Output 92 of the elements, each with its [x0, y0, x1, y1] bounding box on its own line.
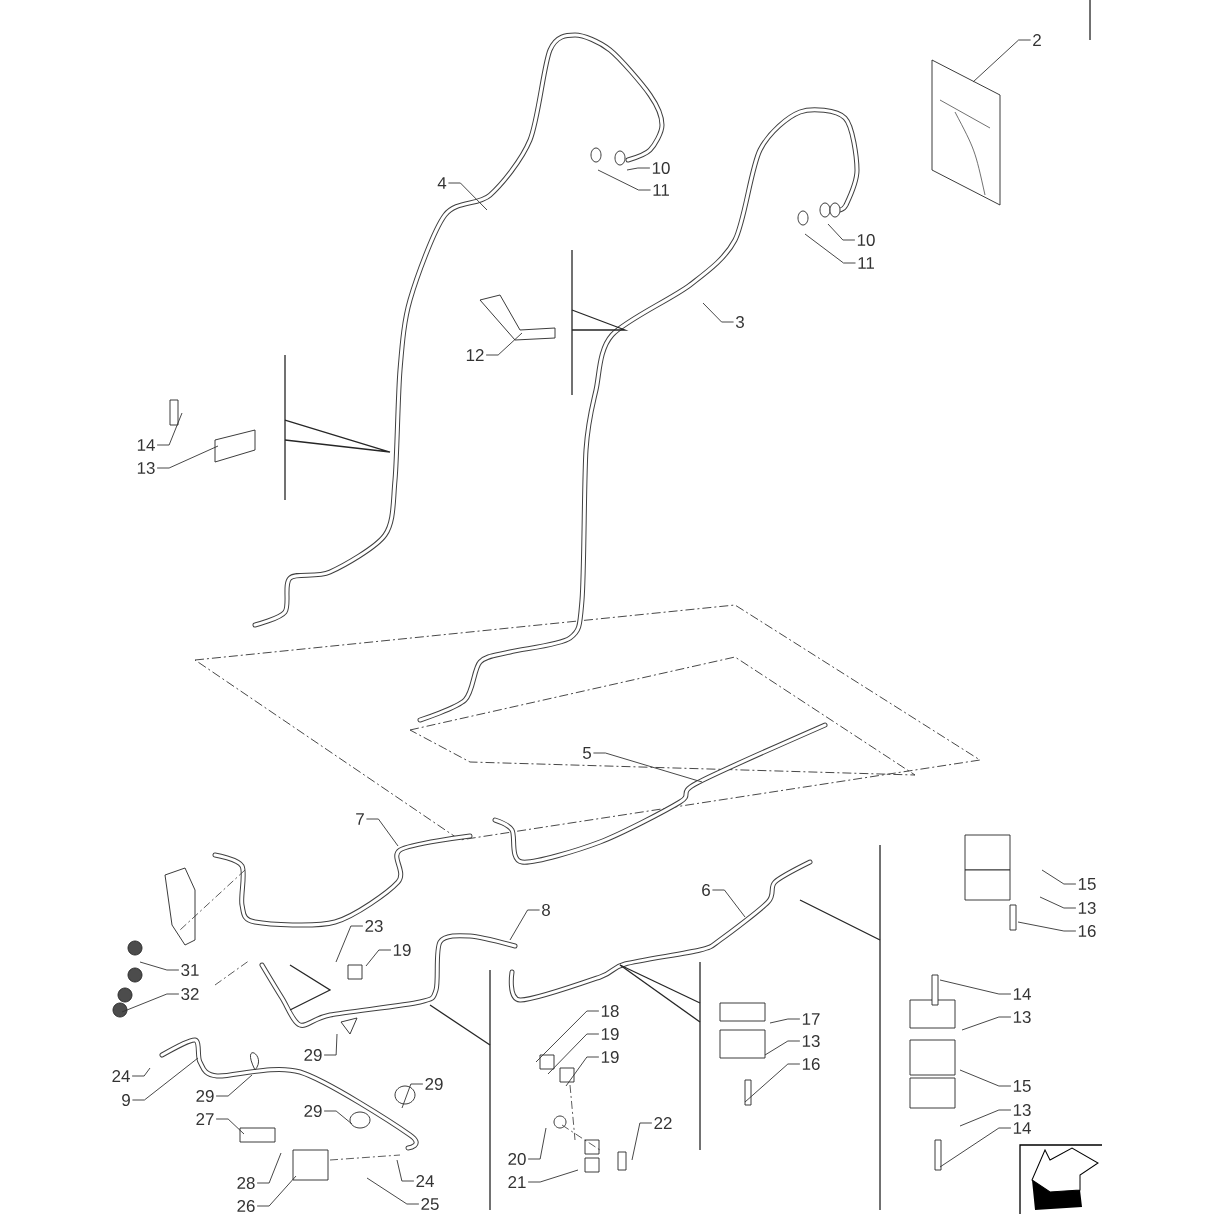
- callout-number: 13: [1013, 1104, 1031, 1116]
- callout-number: 15: [1013, 1080, 1031, 1092]
- callout-number: 13: [802, 1035, 820, 1047]
- callout-number: 13: [1078, 902, 1096, 914]
- callout-number: 14: [137, 439, 155, 451]
- callout-number: 25: [421, 1198, 439, 1210]
- callout-number: 28: [237, 1177, 255, 1189]
- leader-line: [626, 167, 651, 171]
- leader-line: [565, 1056, 600, 1087]
- leader-line: [131, 1057, 199, 1101]
- callout-number: 14: [1013, 988, 1031, 1000]
- leader-line: [156, 445, 219, 469]
- leader-line: [365, 949, 392, 967]
- leader-line: [527, 1127, 547, 1160]
- leader-line: [827, 223, 856, 241]
- leader-line: [769, 1018, 801, 1024]
- callout-number: 7: [356, 813, 364, 825]
- leader-line: [702, 302, 735, 323]
- callout-number: 29: [425, 1078, 443, 1090]
- callout-number: 24: [416, 1175, 434, 1187]
- leader-line: [139, 961, 180, 971]
- callout-number: 10: [652, 162, 670, 174]
- callout-number: 19: [393, 944, 411, 956]
- leader-line: [121, 993, 180, 1013]
- leader-line: [396, 1159, 415, 1182]
- leader-line: [804, 233, 856, 264]
- callout-number: 23: [365, 920, 383, 932]
- leader-line: [959, 1069, 1012, 1087]
- callout-number: 18: [601, 1005, 619, 1017]
- callout-number: 22: [654, 1117, 672, 1129]
- leader-line: [323, 1033, 338, 1056]
- callout-number: 8: [542, 904, 550, 916]
- callout-number: 31: [181, 964, 199, 976]
- leader-line: [215, 1074, 253, 1097]
- leader-line: [597, 169, 651, 191]
- leader-line: [447, 182, 488, 211]
- leader-line: [131, 1067, 151, 1077]
- leader-line: [711, 889, 746, 918]
- leader-line: [323, 1110, 353, 1125]
- leader-line: [365, 818, 399, 847]
- callout-number: 15: [1078, 878, 1096, 890]
- callout-number: 32: [181, 988, 199, 1000]
- callout-number: 17: [802, 1013, 820, 1025]
- leader-line: [547, 1033, 600, 1075]
- leader-line: [335, 925, 364, 963]
- leader-line: [509, 909, 541, 941]
- callout-number: 29: [304, 1105, 322, 1117]
- leader-line: [1041, 869, 1077, 885]
- callout-number: 13: [137, 462, 155, 474]
- leader-line: [939, 979, 1012, 995]
- leader-line: [939, 1127, 1012, 1168]
- leader-line: [764, 1040, 801, 1056]
- leader-line: [972, 39, 1032, 83]
- callout-number: 21: [508, 1176, 526, 1188]
- callout-number: 26: [237, 1200, 255, 1212]
- leader-line: [592, 752, 703, 783]
- callout-number: 4: [437, 177, 447, 189]
- leader-line: [215, 1118, 245, 1135]
- callout-number: 11: [858, 257, 874, 269]
- callout-number: 13: [1013, 1011, 1031, 1023]
- leader-line: [256, 1175, 297, 1207]
- leader-line: [961, 1016, 1012, 1031]
- callout-number: 6: [702, 884, 710, 896]
- leader-line: [256, 1152, 282, 1184]
- callout-number: 29: [304, 1049, 322, 1061]
- callout-number: 19: [601, 1051, 619, 1063]
- leader-line: [744, 1063, 801, 1103]
- leader-line: [535, 1010, 600, 1063]
- callout-number: 11: [653, 184, 669, 196]
- leader-line: [631, 1122, 653, 1161]
- leader-line: [959, 1109, 1012, 1127]
- callout-number: 16: [1078, 925, 1096, 937]
- leader-line: [1039, 896, 1077, 909]
- callout-number: 14: [1013, 1122, 1031, 1134]
- callout-number: 16: [802, 1058, 820, 1070]
- callout-number: 3: [735, 316, 744, 328]
- callout-number: 20: [508, 1153, 526, 1165]
- leader-line: [485, 332, 523, 356]
- leader-line: [1017, 921, 1077, 932]
- leader-line: [401, 1083, 424, 1109]
- callout-number: 24: [112, 1070, 130, 1082]
- callout-number: 12: [466, 349, 484, 361]
- leader-line: [366, 1177, 420, 1205]
- callout-number: 29: [196, 1090, 214, 1102]
- callout-number: 27: [196, 1113, 214, 1125]
- callout-number: 2: [1033, 34, 1041, 46]
- callout-number: 19: [601, 1028, 619, 1040]
- callout-number: 10: [857, 234, 875, 246]
- leader-line: [156, 412, 183, 446]
- leader-line: [527, 1169, 579, 1183]
- callout-number: 9: [122, 1094, 130, 1106]
- callout-number: 5: [582, 747, 591, 759]
